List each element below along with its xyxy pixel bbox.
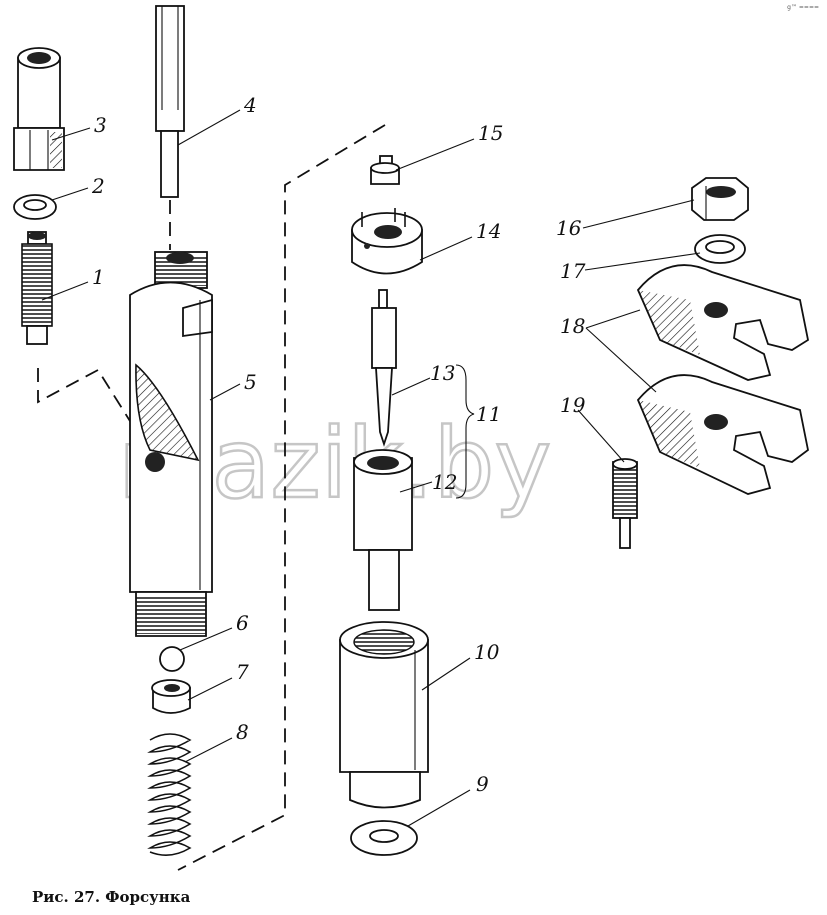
label-17: 17 [560,259,586,283]
label-5: 5 [244,370,257,394]
part-5-injector-body [129,251,213,637]
part-3-fitting [13,47,65,171]
figure-caption: Рис. 27. Форсунка [32,888,191,906]
label-18: 18 [560,314,585,338]
part-10-nozzle-nut [339,621,429,809]
label-2: 2 [91,174,105,198]
label-12: 12 [432,470,457,494]
label-16: 16 [556,216,582,240]
part-18-clamp-upper [636,264,810,381]
part-13-needle [371,289,397,447]
part-6-ball [159,646,185,672]
label-8: 8 [236,720,249,744]
part-8-spring [147,733,192,856]
part-12-nozzle [353,449,413,611]
part-7-spring-seat [151,679,191,714]
part-17-washer [694,234,746,264]
part-15-small-nut [370,155,400,185]
part-18-clamp-lower [636,374,809,495]
part-1-stud [21,231,53,345]
part-2-washer [13,194,57,220]
part-14-flange [351,208,423,275]
label-19: 19 [560,393,586,417]
label-1: 1 [92,265,105,289]
label-7: 7 [236,660,249,684]
label-15: 15 [478,121,503,145]
assembly-line-left [37,368,146,446]
part-19-stud [612,458,638,549]
part-4-rod [155,5,185,198]
label-10: 10 [474,640,500,664]
label-13: 13 [430,361,455,385]
part-16-hex-nut [691,177,749,221]
label-4: 4 [243,93,257,117]
assembly-line-center [177,124,386,871]
label-14: 14 [476,219,501,243]
corner-mark: g™ ==== [787,4,819,11]
leader-lines [41,109,701,827]
label-9: 9 [476,772,489,796]
label-11: 11 [476,402,501,426]
part-9-washer [350,820,418,856]
label-6: 6 [236,611,249,635]
label-3: 3 [94,113,107,137]
